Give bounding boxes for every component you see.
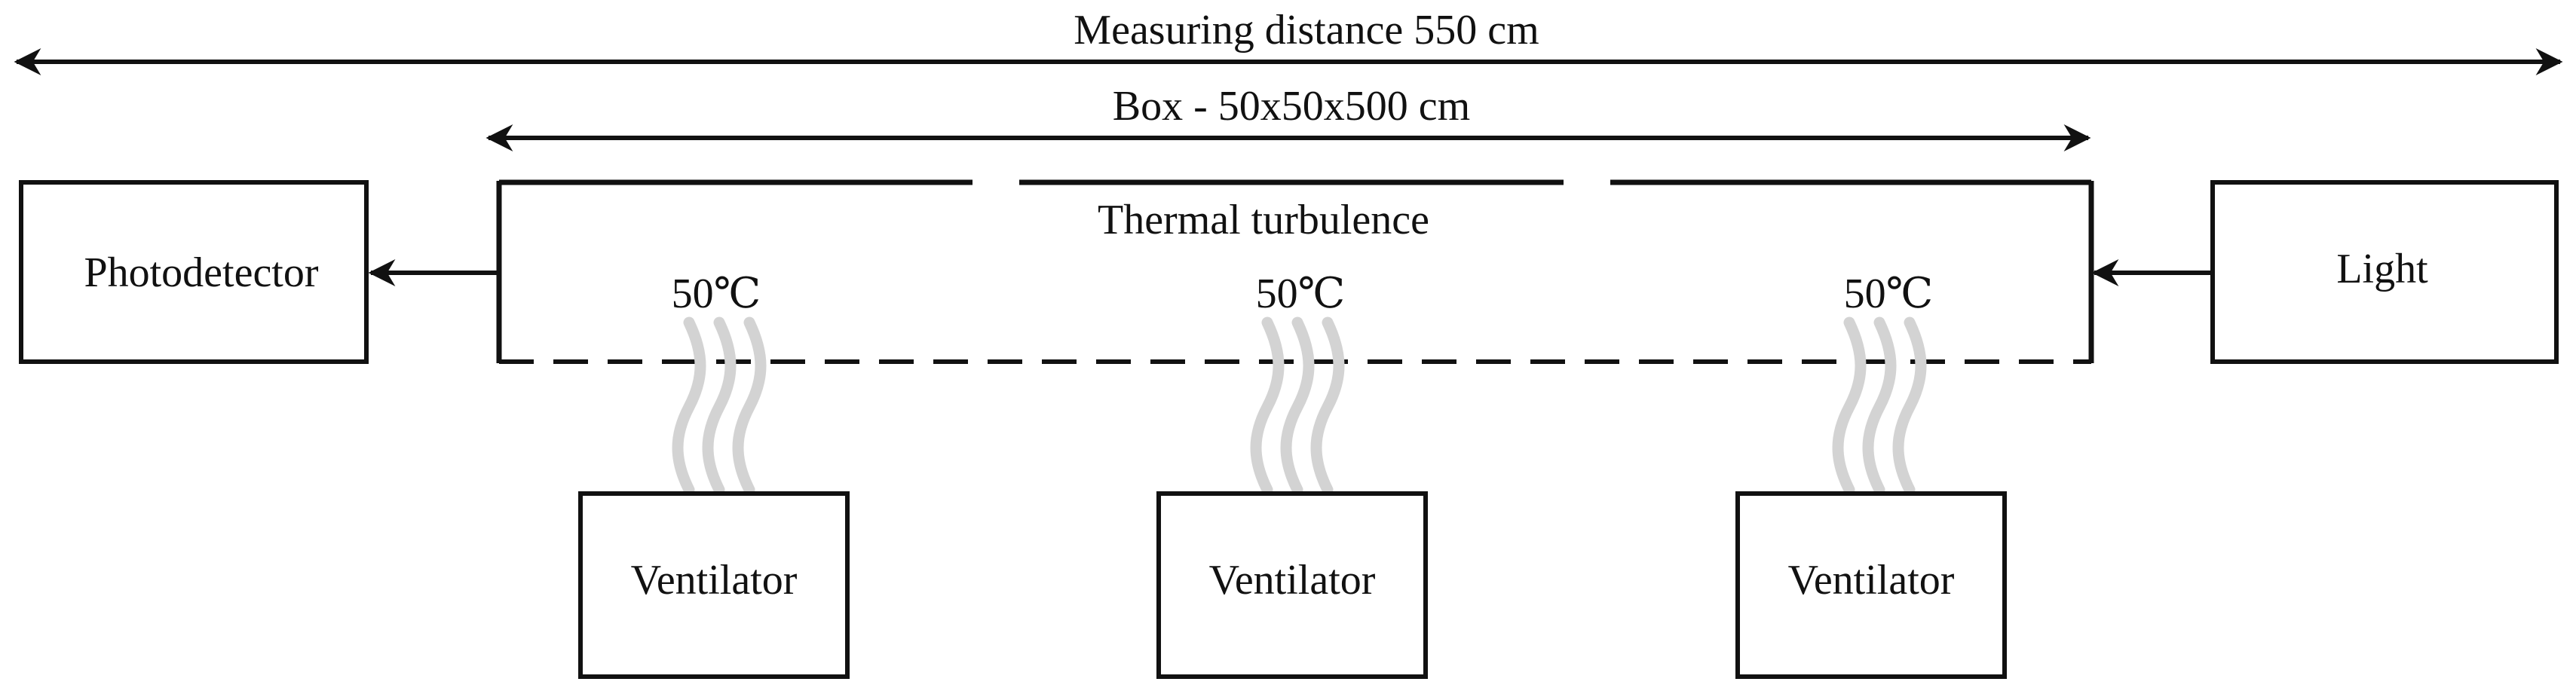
- heat-wave: [672, 316, 706, 496]
- ventilator-label-3: Ventilator: [1788, 557, 1955, 604]
- heat-wave: [1862, 316, 1897, 496]
- temperature-label-3: 50℃: [1844, 271, 1934, 317]
- heat-wave: [1250, 316, 1285, 496]
- heat-wave: [1280, 316, 1315, 496]
- heat-wave: [1310, 316, 1345, 496]
- measuring-distance-label: Measuring distance 550 cm: [1074, 7, 1539, 53]
- photodetector-label: Photodetector: [84, 249, 318, 296]
- heat-wave: [732, 316, 767, 496]
- ventilator-box-2: [1156, 491, 1428, 679]
- heat-waves-2: [1250, 316, 1345, 496]
- heat-waves-3: [1832, 316, 1927, 496]
- temperature-label-2: 50℃: [1256, 271, 1346, 317]
- heat-wave: [1832, 316, 1867, 496]
- thermal-turbulence-label: Thermal turbulence: [1098, 197, 1429, 243]
- heat-wave: [702, 316, 737, 496]
- ventilator-label-2: Ventilator: [1209, 557, 1376, 604]
- temperature-label-1: 50℃: [672, 271, 761, 317]
- thermal-box: [496, 179, 2094, 364]
- heat-waves-1: [672, 316, 767, 496]
- box-size-label: Box - 50x50x500 cm: [1113, 83, 1470, 130]
- photodetector-box: [19, 180, 369, 364]
- heat-wave: [1892, 316, 1927, 496]
- ventilator-box-3: [1735, 491, 2007, 679]
- ventilator-box-1: [578, 491, 850, 679]
- ventilator-label-1: Ventilator: [631, 557, 798, 604]
- light-label: Light: [2336, 246, 2428, 292]
